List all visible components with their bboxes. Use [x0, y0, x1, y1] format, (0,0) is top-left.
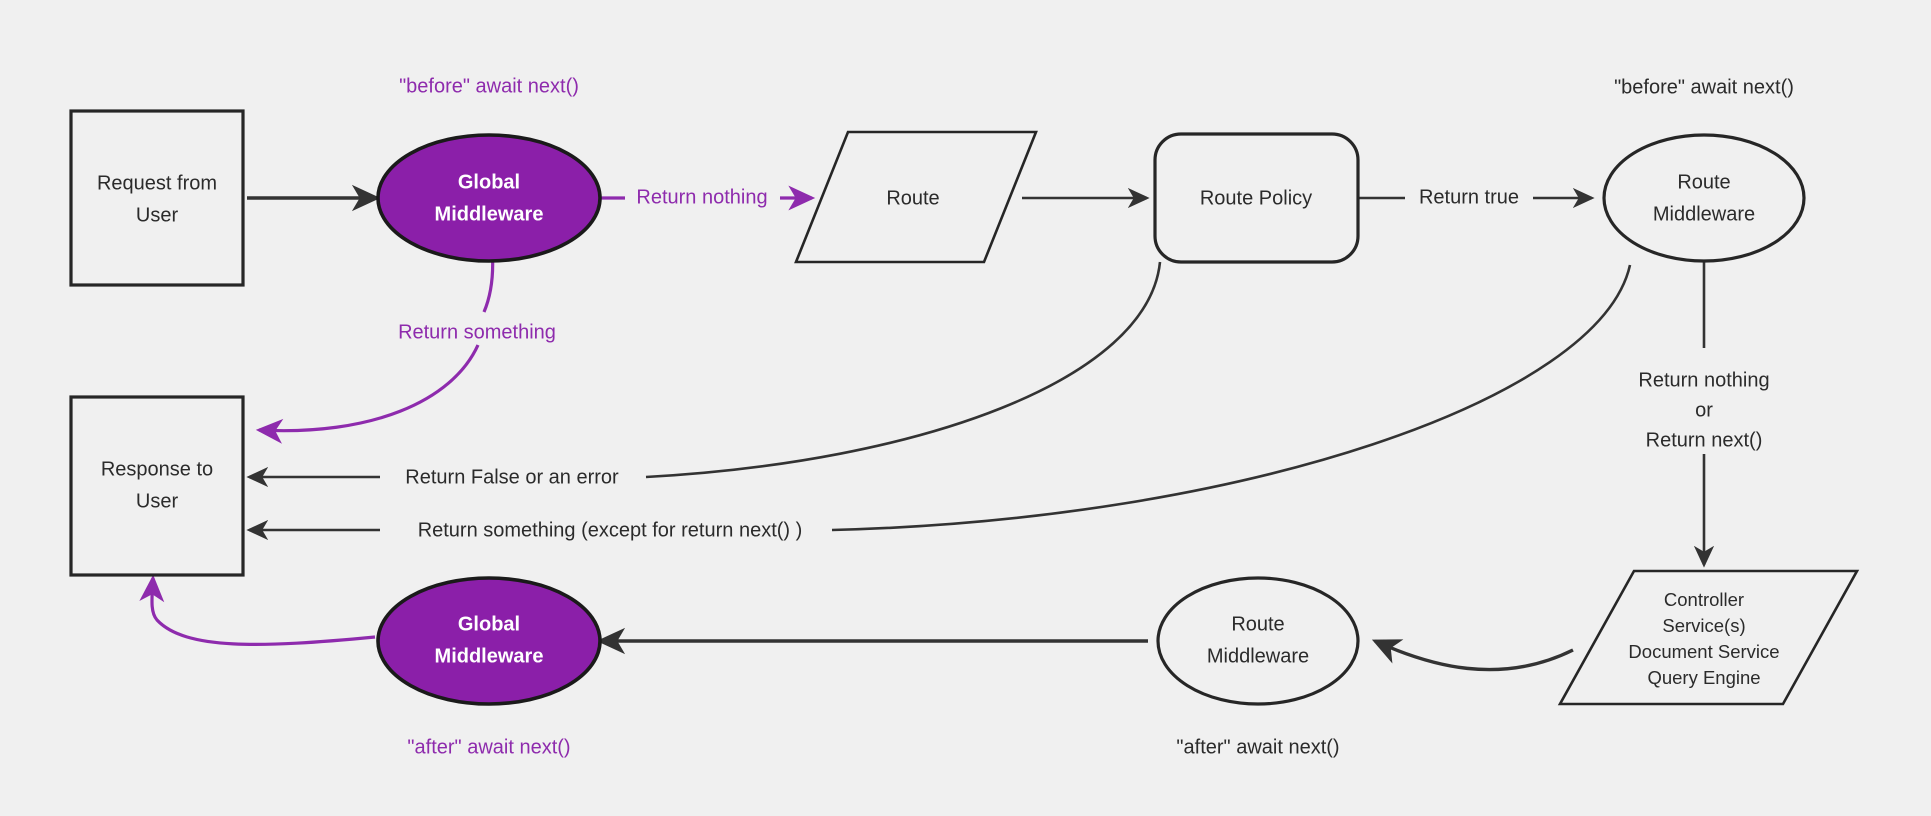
controller-group-label-line1: Controller: [1664, 589, 1744, 610]
edge-global-middleware-to-response-something: [255, 344, 480, 444]
request-from-user-label-line1: Request from: [97, 172, 217, 194]
route-middleware-before-label-line2: Middleware: [1653, 203, 1755, 225]
route-middleware-after-label-line1: Route: [1231, 613, 1284, 635]
annotation-before-await-next-route: "before" await next(): [1614, 76, 1794, 98]
edge-route-middleware-to-label-except-stub: [831, 264, 1632, 532]
global-middleware-after-label-line1: Global: [458, 613, 520, 635]
node-response-to-user[interactable]: Response to User: [69, 395, 245, 577]
route-middleware-before-label-line1: Route: [1677, 171, 1730, 193]
node-route-middleware-before[interactable]: Route Middleware: [1602, 133, 1806, 263]
response-to-user-label-line1: Response to: [101, 458, 213, 480]
edge-label-return-nothing-or-next-line1: Return nothing: [1638, 369, 1769, 391]
node-global-middleware-before[interactable]: Global Middleware: [376, 133, 602, 263]
response-to-user-box: [69, 395, 245, 577]
node-controller-group[interactable]: Controller Service(s) Document Service Q…: [1557, 569, 1860, 706]
controller-group-parallelogram: [1557, 569, 1860, 706]
request-from-user-label-line2: User: [136, 204, 179, 226]
controller-group-label-line3: Document Service: [1628, 641, 1779, 662]
edge-controller-to-route-middleware-after: [1371, 639, 1574, 672]
node-route[interactable]: Route: [794, 130, 1038, 264]
route-parallelogram: [794, 130, 1038, 264]
global-middleware-after-label-line2: Middleware: [435, 645, 544, 667]
annotation-after-await-next-global: "after" await next(): [407, 736, 570, 758]
route-middleware-after-label-line2: Middleware: [1207, 645, 1309, 667]
request-from-user-box: [69, 109, 245, 287]
edge-label-return-something-except-next: Return something (except for return next…: [418, 519, 803, 541]
global-middleware-before-ellipse: [376, 133, 602, 263]
route-label: Route: [886, 187, 939, 209]
route-middleware-after-ellipse: [1156, 576, 1360, 706]
global-middleware-after-ellipse: [376, 576, 602, 706]
route-middleware-before-ellipse: [1602, 133, 1806, 263]
global-middleware-before-label-line1: Global: [458, 171, 520, 193]
edge-label-return-nothing-or-next-line2: or: [1695, 399, 1713, 421]
edge-label-return-nothing-or-next-line3: Return next(): [1646, 429, 1763, 451]
annotation-before-await-next-global: "before" await next(): [399, 75, 579, 97]
node-global-middleware-after[interactable]: Global Middleware: [376, 576, 602, 706]
annotation-after-await-next-route: "after" await next(): [1176, 736, 1339, 758]
edge-label-return-something: Return something: [398, 321, 556, 343]
edge-label-return-nothing: Return nothing: [636, 186, 767, 208]
edge-route-policy-to-label-false-stub: [645, 261, 1162, 479]
edge-label-return-true: Return true: [1419, 186, 1519, 208]
controller-group-label-line4: Query Engine: [1647, 667, 1760, 688]
route-policy-label: Route Policy: [1200, 187, 1312, 209]
node-request-from-user[interactable]: Request from User: [69, 109, 245, 287]
node-route-middleware-after[interactable]: Route Middleware: [1156, 576, 1360, 706]
edge-label-return-false-or-error: Return False or an error: [405, 466, 619, 488]
edge-global-middleware-after-to-response: [139, 574, 376, 646]
node-route-policy[interactable]: Route Policy: [1153, 132, 1360, 264]
route-policy-box: [1153, 132, 1360, 264]
global-middleware-before-label-line2: Middleware: [435, 203, 544, 225]
response-to-user-label-line2: User: [136, 490, 179, 512]
controller-group-label-line2: Service(s): [1662, 615, 1745, 636]
